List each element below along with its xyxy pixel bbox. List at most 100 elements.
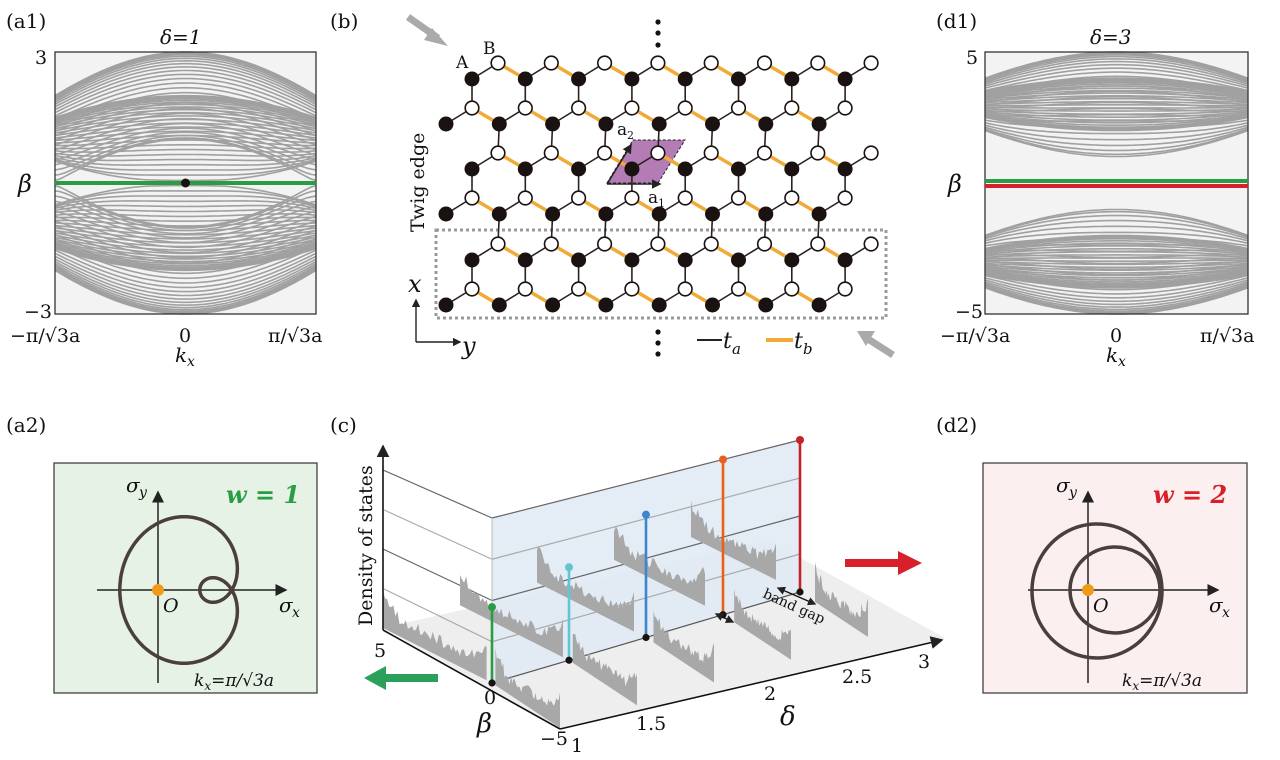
site-a [571,252,587,268]
band-gap-arrow [776,586,817,606]
panel-label: (b) [330,9,358,33]
x-axis-label-sub: x [187,354,195,370]
y-tick-max: 5 [966,47,978,69]
delta-axis [559,636,944,730]
site-b [464,190,480,206]
stem-top-dot [488,603,496,612]
dos-ridge [614,526,705,606]
site-b [837,281,853,297]
band-curve [54,134,317,144]
y-tick-max: 3 [35,47,47,69]
site-b [596,55,613,71]
band-curve [54,190,317,229]
panel-a1: (a1) δ=1 3 −3 β −π/√3a 0 π/√3a k x [6,9,322,370]
band-curve [54,216,317,222]
site-b [464,281,480,297]
site-b [810,236,826,252]
band-curve [54,190,317,207]
site-a [811,116,827,132]
band-curve [54,266,317,311]
y-axis-label: β [947,170,962,198]
stem-top-dot [796,436,804,444]
dos-ridge [460,575,563,658]
sigma-x-label: σ [1209,593,1224,617]
dirac-point [181,178,190,188]
winding-number-label: w = 1 [226,480,300,509]
beta-tick-minus5: −5 [540,728,568,750]
band-curve [54,53,317,99]
band-curve [54,205,317,239]
honeycomb-lattice [438,55,879,313]
legend-tb-sub: b [803,340,813,358]
band-curve [54,154,317,162]
site-b [837,100,853,116]
beta-axis-label: β [476,709,492,739]
band-curve [54,200,317,235]
site-a [464,161,480,177]
x-axis-label-sub: x [1118,354,1126,370]
band-curve [984,54,1249,81]
band-curve [54,96,317,120]
band-curve [54,106,317,126]
site-b [677,100,693,116]
band-curve [54,77,317,117]
band-curve [984,265,1249,274]
band-curve [54,247,317,271]
site-a [677,252,693,268]
sigma-y-label: σ [126,473,141,497]
site-a [438,297,454,313]
band-curve [54,107,317,141]
band-curve [984,110,1249,118]
winding-curve [1030,522,1164,660]
site-b [810,145,826,161]
site-a [731,161,746,177]
y-direction-label: y [461,332,476,360]
delta-tick-1.5: 1.5 [636,713,666,735]
stem-base-dot [796,588,804,596]
site-b [570,281,587,297]
site-a [545,297,561,313]
band-curve [54,127,317,161]
site-a [731,252,746,268]
stem-base-dot [642,633,650,642]
band-curve [984,269,1249,281]
band-curve [984,63,1249,87]
x-tick-left: −π/√3a [940,325,1010,347]
band-curve [984,274,1249,295]
band-curve [984,277,1249,299]
band-curve [54,130,317,142]
band-curve [984,124,1249,141]
band-curve [984,122,1249,135]
twig-edge-label: Twig edge [407,133,429,232]
site-a [438,206,454,222]
band-curve [55,139,316,147]
band-curve [54,69,317,111]
band-curve [54,52,317,98]
band-structure [984,51,1249,315]
site-b [730,281,747,297]
band-curve [984,261,1249,266]
band-curve [54,95,317,119]
band-curve [54,213,317,218]
band-curve [54,108,317,128]
site-b [784,190,800,206]
site-a [677,161,693,177]
band-curve [984,67,1249,89]
site-a [517,161,533,177]
band-curve [984,89,1249,99]
vector-a1-sub: 1 [658,197,665,210]
site-a [491,116,507,132]
vector-a2-sub: 2 [627,129,634,142]
band-curve [984,79,1249,94]
band-curve [54,264,317,309]
band-curve [54,200,317,210]
site-b [784,100,800,116]
site-a [624,161,640,177]
band-curve [54,82,317,121]
site-b [703,145,719,161]
band-structure [54,51,317,315]
band-curve [54,66,317,108]
sigma-y-sub: y [138,485,148,501]
origin-label: O [1093,595,1109,617]
x-axis-label: k [1106,343,1118,367]
